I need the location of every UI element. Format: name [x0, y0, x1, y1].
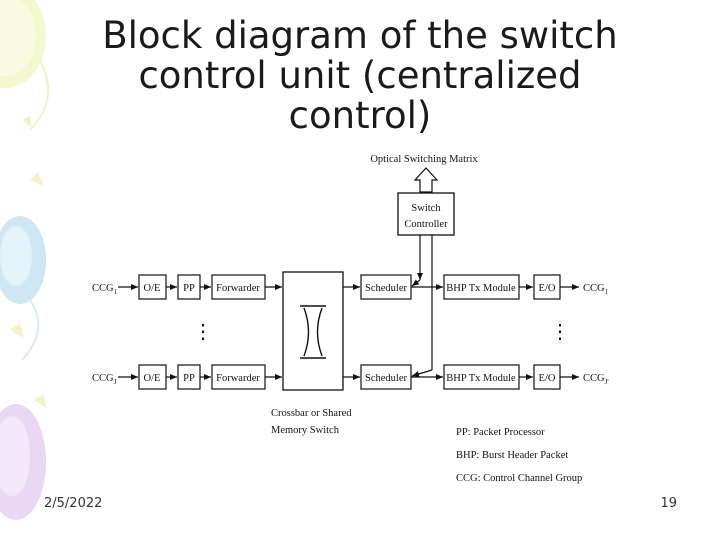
legend-entry: CCG: Control Channel Group	[456, 473, 582, 484]
confetti-decoration	[10, 116, 46, 408]
optical-switching-matrix-label: Optical Switching Matrix	[370, 154, 478, 165]
oe-label: O/E	[144, 373, 161, 384]
ccg-input-label: CCG1	[92, 283, 118, 296]
pp-label: PP	[183, 283, 195, 294]
page-number: 19	[660, 496, 677, 511]
balloon-decoration	[0, 0, 49, 131]
bhp-tx-module-box	[443, 364, 520, 390]
switch-controller-label: Controller	[404, 219, 448, 230]
crossbar-label: Memory Switch	[271, 425, 340, 436]
scheduler-label: Scheduler	[365, 283, 407, 294]
eo-label: E/O	[539, 373, 556, 384]
scheduler-box	[360, 274, 412, 300]
connector	[411, 279, 421, 287]
oe-label: O/E	[144, 283, 161, 294]
balloon-decoration	[0, 404, 46, 520]
crossbar-label: Crossbar or Shared	[271, 408, 352, 419]
oe-box	[138, 364, 167, 390]
bhp-tx-module-label: BHP Tx Module	[446, 373, 516, 384]
eo-label: E/O	[539, 283, 556, 294]
ccg-output-label: CCG1	[583, 283, 609, 296]
forwarder-label: Forwarder	[216, 283, 260, 294]
eo-box	[533, 274, 561, 300]
crossbar-symbol	[300, 305, 326, 359]
forwarder-label: Forwarder	[216, 373, 260, 384]
pp-label: PP	[183, 373, 195, 384]
title-line: Block diagram of the switch	[102, 14, 618, 57]
controller-up-arrow	[413, 167, 439, 193]
legend-entry: BHP: Burst Header Packet	[456, 450, 568, 461]
crossbar-box	[282, 271, 344, 391]
switch-controller-box	[397, 192, 455, 236]
forwarder-box	[211, 274, 266, 300]
slide-title: Block diagram of the switch control unit…	[60, 16, 660, 136]
title-line: control unit (centralized	[138, 54, 582, 97]
ccg-output-label: CCGJ'	[583, 373, 609, 386]
ccg-input-label: CCGJ	[92, 373, 117, 386]
ellipsis-right: ⋮	[550, 321, 570, 343]
scheduler-box	[360, 364, 412, 390]
ellipsis-left: ⋮	[193, 321, 213, 343]
switch-controller-label: Switch	[411, 203, 441, 214]
connector	[411, 369, 433, 377]
bhp-tx-module-label: BHP Tx Module	[446, 283, 516, 294]
slide-date: 2/5/2022	[44, 496, 103, 511]
scheduler-label: Scheduler	[365, 373, 407, 384]
legend-entry: PP: Packet Processor	[456, 427, 545, 438]
title-line: control)	[288, 94, 432, 137]
balloon-decoration	[0, 216, 46, 361]
